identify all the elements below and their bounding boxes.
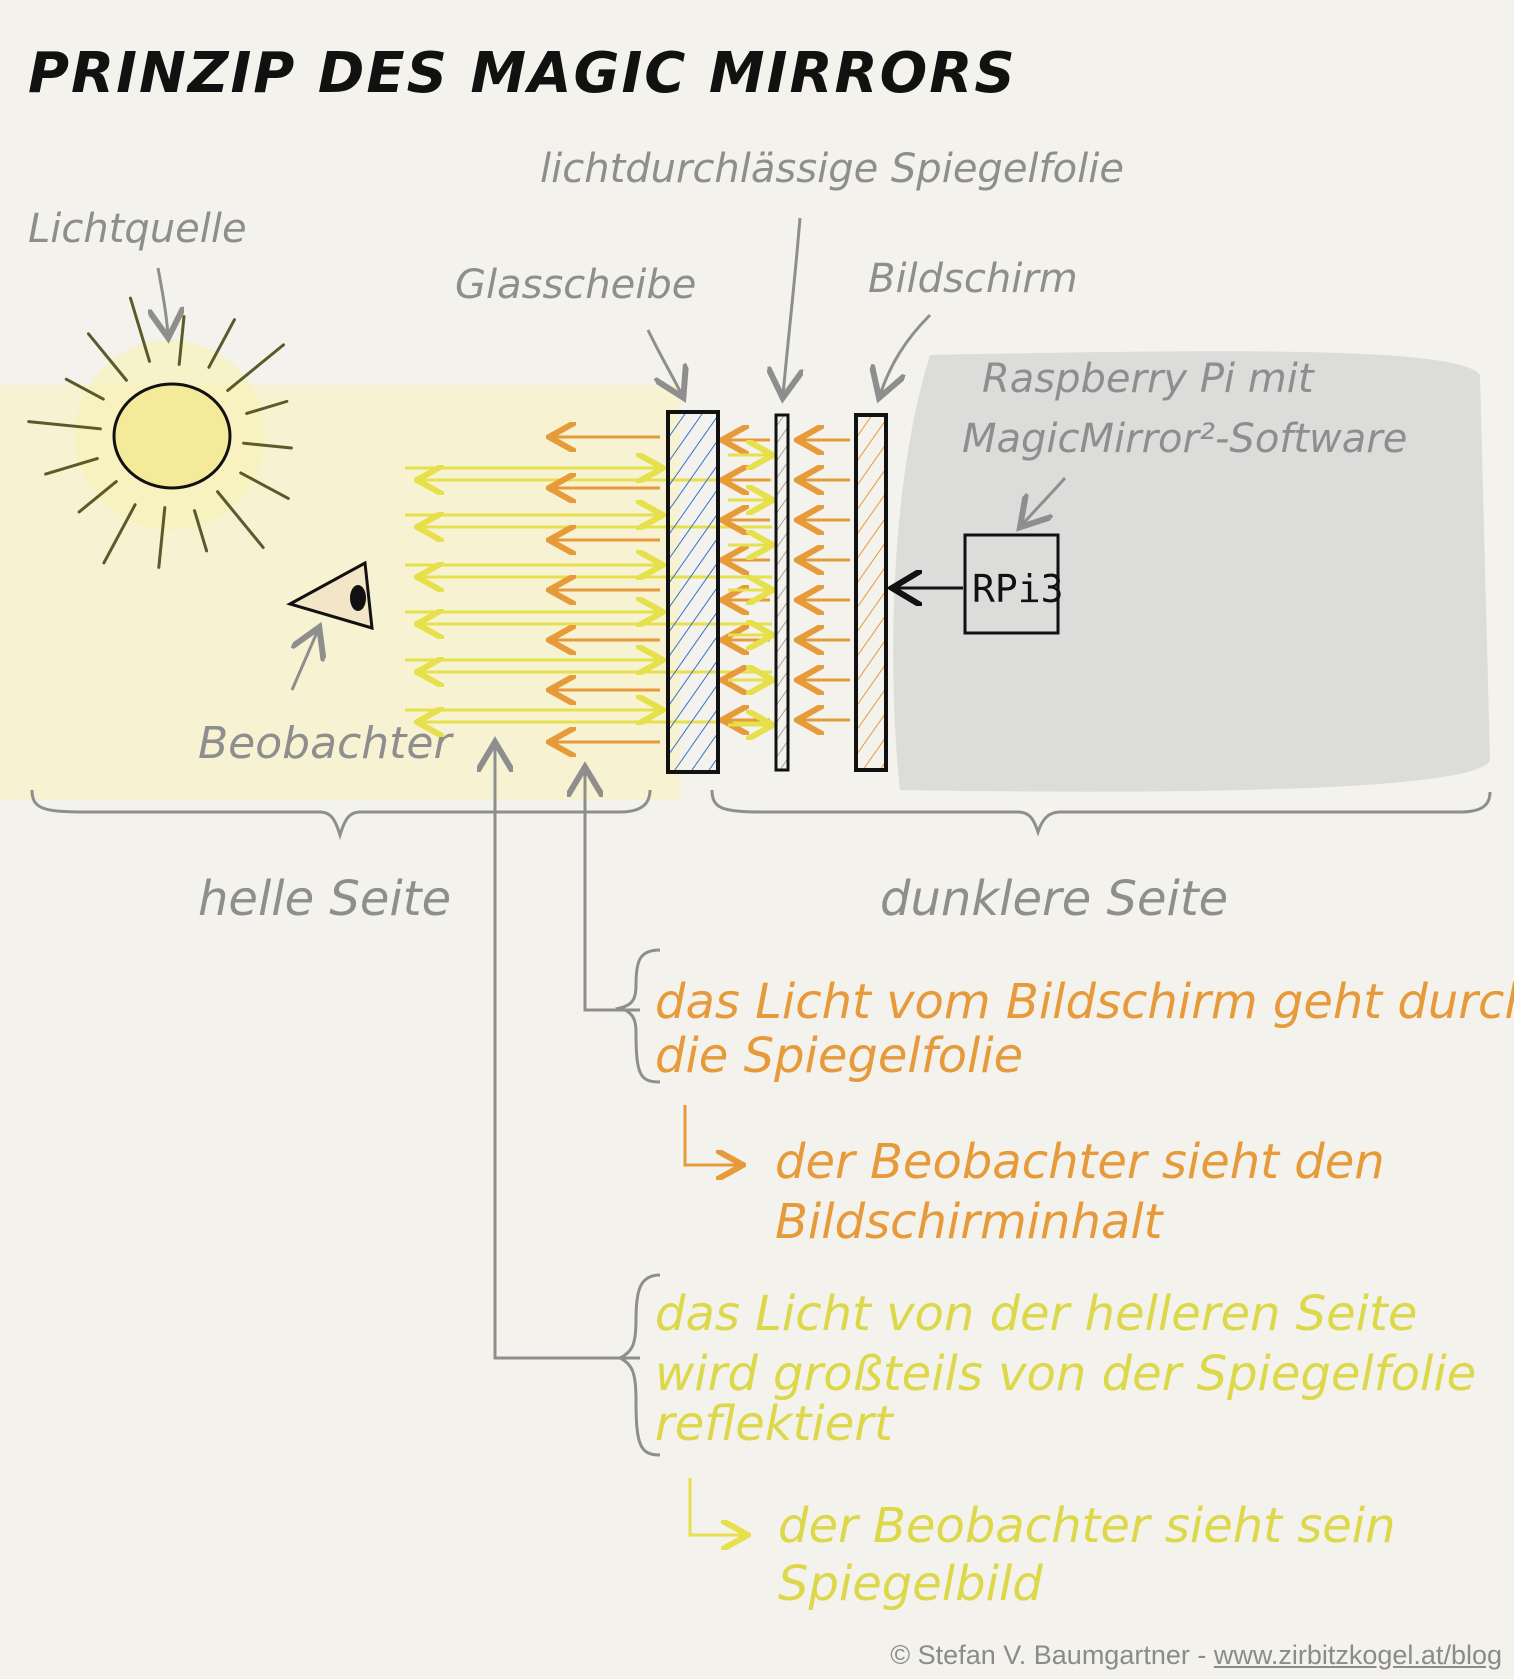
yellow-note-pointer <box>495 745 640 1360</box>
dark-side-label: dunklere Seite <box>880 871 1228 927</box>
yellow-note-line3: reflektiert <box>655 1396 895 1452</box>
orange-note-brace <box>614 948 661 1084</box>
orange-result-line2: Bildschirminhalt <box>775 1194 1165 1250</box>
observer-label: Beobachter <box>198 718 454 769</box>
yellow-note-brace <box>616 1273 661 1457</box>
yellow-note-line2: wird großteils von der Spiegelfolie <box>655 1346 1476 1402</box>
mirror-film <box>774 413 790 772</box>
sun-ray <box>239 471 290 500</box>
orange-result-arrow <box>683 1105 740 1165</box>
glass-arrow <box>646 329 682 395</box>
bright-side-label: helle Seite <box>198 871 451 927</box>
yellow-result-line2: Spiegelbild <box>778 1556 1043 1612</box>
credit-author: © Stefan V. Baumgartner - <box>890 1640 1214 1670</box>
sun-ray <box>157 506 167 569</box>
credit: © Stefan V. Baumgartner - www.zirbitzkog… <box>890 1640 1502 1671</box>
screen-panel <box>854 413 888 772</box>
sun-ray <box>242 441 293 450</box>
observer-arrow <box>290 630 318 691</box>
yellow-result-line1: der Beobachter sieht sein <box>778 1498 1396 1554</box>
rpi-box-label: RPi3 <box>972 567 1064 611</box>
sun-ray <box>128 296 151 363</box>
sun-ray <box>245 399 289 415</box>
raspberry-label-line2: MagicMirror²-Software <box>962 416 1407 462</box>
glass-pane <box>666 410 720 774</box>
rpi-box <box>963 533 1060 635</box>
sun-icon <box>27 296 293 569</box>
yellow-result-arrow <box>688 1478 745 1535</box>
sun-ray <box>64 377 105 401</box>
screen-label: Bildschirm <box>868 256 1078 302</box>
mirror-film-label: lichtdurchlässige Spiegelfolie <box>540 146 1124 192</box>
sun-ray <box>102 503 137 565</box>
raspberry-arrow <box>1022 477 1067 525</box>
bright-side-brace <box>30 789 652 841</box>
glass-label: Glasscheibe <box>455 262 696 308</box>
sun-ray <box>44 457 99 476</box>
sun-ray <box>27 420 102 431</box>
eye-icon <box>286 560 374 631</box>
sun-ray <box>86 332 128 382</box>
sun-ray <box>216 490 265 549</box>
orange-note-line2: die Spiegelfolie <box>655 1028 1023 1084</box>
orange-note-line1: das Licht vom Bildschirm geht durch <box>655 974 1514 1030</box>
dark-side-brace <box>710 789 1492 837</box>
light-source-label: Lichtquelle <box>28 206 247 252</box>
sun-ray <box>193 509 209 553</box>
raspberry-label-line1: Raspberry Pi mit <box>982 356 1315 402</box>
light-source-arrow <box>158 267 168 335</box>
sun-ray <box>77 480 118 514</box>
sun-ray <box>207 318 236 369</box>
mirror-film-arrow <box>783 217 800 395</box>
screen-arrow <box>880 313 932 395</box>
page-title: PRINZIP DES MAGIC MIRRORS <box>28 41 1017 106</box>
yellow-note-line1: das Licht von der helleren Seite <box>655 1286 1417 1342</box>
dark-zone <box>893 351 1490 792</box>
orange-note-pointer <box>585 770 640 1012</box>
credit-url[interactable]: www.zirbitzkogel.at/blog <box>1213 1640 1502 1670</box>
sun-ray <box>226 343 285 392</box>
orange-result-line1: der Beobachter sieht den <box>775 1134 1385 1190</box>
